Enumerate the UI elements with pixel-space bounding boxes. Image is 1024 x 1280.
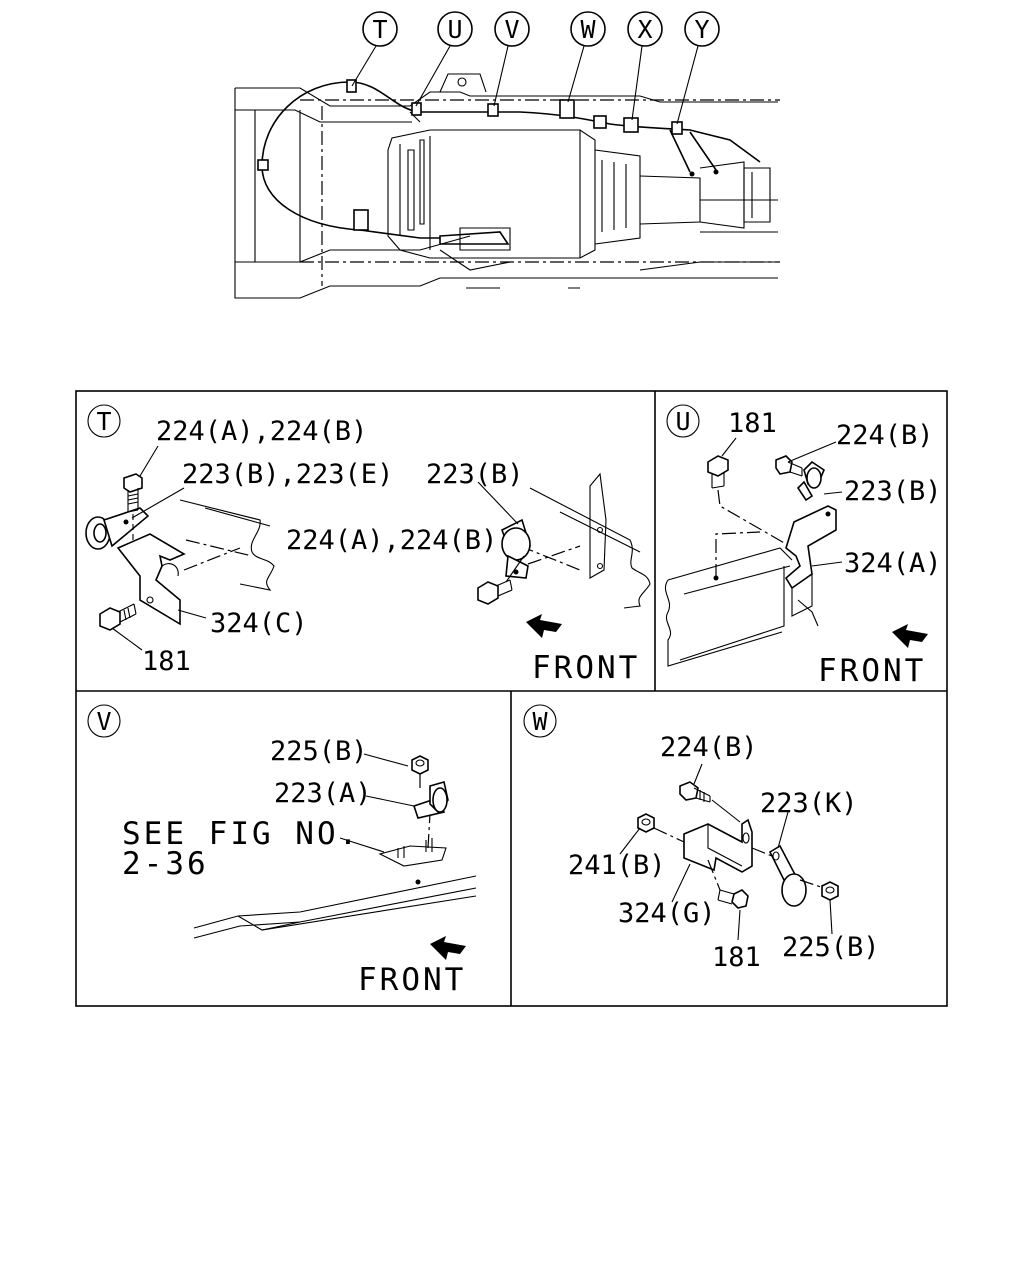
front-arrow-v-icon [430,936,466,960]
callout-u[interactable]: U [415,11,473,107]
clip-223a [412,780,449,819]
nut-225b-w-icon [821,881,839,901]
callout-w[interactable]: W [567,11,606,103]
label-223k: 223(K) [760,788,858,819]
callout-x-text: X [637,15,652,44]
panel-u-letter: U [675,407,690,436]
panel-u: U [664,404,942,689]
callout-v[interactable]: V [493,11,530,107]
callout-x[interactable]: X [627,11,663,121]
panel-v-letter: V [96,707,111,736]
nut-241b-icon [637,813,685,843]
label-324c: 324(C) [210,608,308,639]
label-front-v: FRONT [358,962,466,998]
chassis-overview [234,73,780,299]
bolt-181-icon [99,603,137,631]
label-224a-224b-mid: 224(A),224(B) [286,525,497,556]
callout-t-text: T [372,15,387,44]
panel-u-marker [666,404,700,438]
bolt-181-w-icon [717,889,749,909]
label-224a-224b-top: 224(A),224(B) [156,416,367,447]
label-223b-223e: 223(B),223(E) [182,459,393,490]
panel-v-marker [87,704,121,738]
bolt-224b-w-icon [679,781,741,823]
label-see-fig: SEE FIG NO. [122,816,360,852]
bolt-181-u-icon [707,455,787,545]
bracket-324g [683,818,753,891]
bolt-224-top-icon [123,473,143,550]
callout-u-text: U [447,15,462,44]
callout-v-text: V [504,15,519,44]
front-arrow-icon [526,614,562,638]
label-225b-v: 225(B) [270,736,368,767]
label-223a: 223(A) [274,778,372,809]
callout-y[interactable]: Y [676,11,720,125]
label-front-u: FRONT [818,653,926,689]
frame-rail-right [519,472,651,609]
label-223b-right: 223(B) [426,459,524,490]
label-181-t: 181 [142,646,191,677]
label-225b-w: 225(B) [782,932,880,963]
label-224b-u: 224(B) [836,420,934,451]
frame-rail-u [664,531,793,667]
label-324a: 324(A) [844,548,942,579]
front-arrow-u-icon [892,624,928,648]
panel-w-letter: W [532,707,548,736]
label-181-u: 181 [728,408,777,439]
bolt-224-mid-icon [477,579,513,605]
label-224b-w: 224(B) [660,732,758,763]
panel-w: W [523,704,880,973]
label-front-t: FRONT [532,650,640,686]
panel-w-marker [523,704,557,738]
label-181-w: 181 [712,942,761,973]
stud-bolts [397,838,433,858]
label-324g: 324(G) [618,898,716,929]
callout-t[interactable]: T [351,11,398,87]
frame-rail-v [193,813,477,939]
callout-bubbles: T U V W X Y [351,11,720,125]
clip-223k [751,844,825,907]
panel-t: T [85,404,651,686]
panel-v: V 225(B) [87,704,477,998]
frame-rail-left [179,499,275,591]
panel-t-marker [87,404,121,438]
clip-223b-right [501,518,581,579]
nut-225b-v-icon [411,755,429,790]
bolt-224b-u-icon [775,455,803,477]
callout-y-text: Y [694,15,709,44]
callout-w-text: W [580,15,596,44]
label-241b: 241(B) [568,850,666,881]
clip-223b-u [796,460,825,502]
panel-t-letter: T [96,407,111,436]
bracket-324c [116,533,241,626]
label-fig-number: 2-36 [122,846,209,882]
detail-grid [75,390,948,1007]
label-223b-u: 223(B) [844,476,942,507]
bracket-324a [784,505,837,627]
